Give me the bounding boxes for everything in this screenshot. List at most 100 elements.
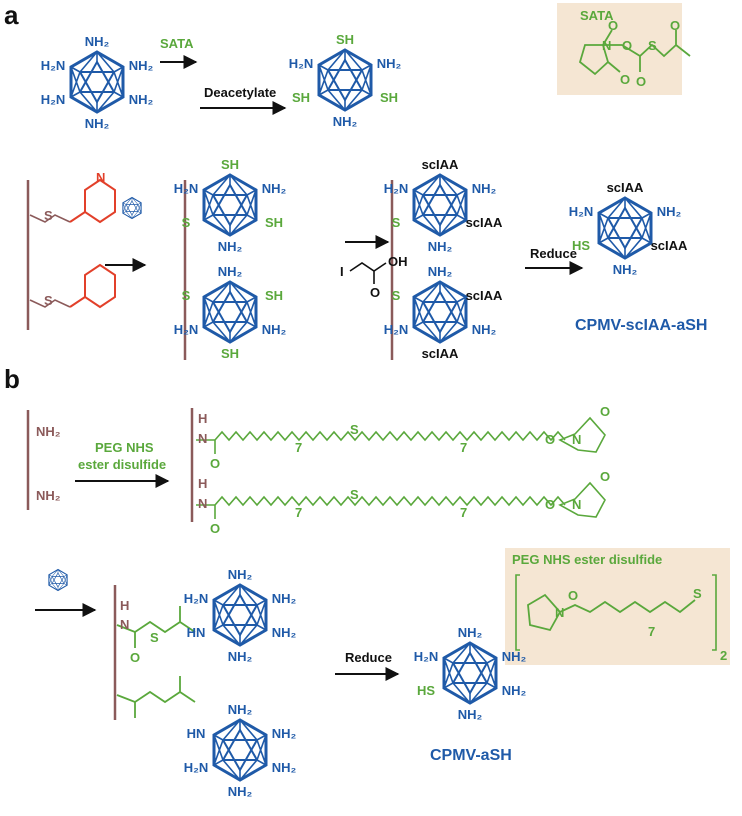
atom-label: S [44,293,53,308]
atom-label: O [545,432,555,447]
peg-box-title: PEG NHS ester disulfide [512,552,662,567]
particle-label-ll: H₂N [41,92,66,107]
particle-label-ll: S [182,215,191,230]
deacetylate-label: Deacetylate [204,85,276,100]
atom-label: O [600,469,610,484]
icosahedron-icon [202,173,258,237]
particle-label-bottom: NH₂ [333,114,358,129]
particle-label-ur: NH₂ [502,649,527,664]
particle-label-ul: S [392,288,401,303]
atom-label: H [198,476,207,491]
particle-surface-b1: NH₂ NH₂ [26,410,61,510]
sata-structure-box: SATA O O N O O O S [557,3,691,95]
icosahedron-icon [412,173,468,237]
amine-label: NH₂ [36,424,61,439]
particle-label-lr: scIAA [466,215,503,230]
atom-label: H [198,411,207,426]
atom-label: O [622,38,632,53]
particle-label-ul: HN [187,726,206,741]
particle-label-ur: NH₂ [129,58,154,73]
icosahedron-icon [202,280,258,344]
particle-label-lr: NH₂ [502,683,527,698]
particle-label-ur: NH₂ [657,204,682,219]
atom-label: O [210,521,220,536]
particle-label-ul: H₂N [569,204,594,219]
atom-label: O [568,588,578,603]
particle-surface-b3: H N S O [113,585,196,720]
icosahedron-icon [412,280,468,344]
sata-arrow-label: SATA [160,36,194,51]
atom-label: O [608,18,618,33]
particle-label-bottom: NH₂ [458,707,483,722]
product-label-b: CPMV-aSH [430,747,512,764]
particle-label-lr: NH₂ [272,760,297,775]
atom-label: O [370,285,380,300]
particle-label-bottom: scIAA [422,346,459,361]
particle-label-top: scIAA [422,157,459,172]
particle-label-ur: NH₂ [272,726,297,741]
particle-label-ul: H₂N [41,58,66,73]
atom-label: S [648,38,657,53]
atom-label: O [545,497,555,512]
icosahedron-icon [212,718,268,782]
atom-label: I [340,264,344,279]
atom-label: N [572,432,581,447]
particle-label-top: SH [336,32,354,47]
particle-label-ll: HS [572,238,590,253]
atom-label: S [693,586,702,601]
atom-label: 7 [295,440,302,455]
particle-label-lr: NH₂ [129,92,154,107]
icosahedron-icon [597,196,653,260]
particle-label-lr: scIAA [651,238,688,253]
particle-label-ul: H₂N [384,181,409,196]
atom-label: N [96,170,105,185]
particle-label-top: SH [221,157,239,172]
cpmv-particle: NH₂ H₂N NH₂ H₂N NH₂ NH₂ [41,34,154,131]
iodoacetic-acid: I OH O [340,254,408,300]
atom-label: O [636,74,646,89]
particle-label-ur: scIAA [466,288,503,303]
particle-label-bottom: NH₂ [613,262,638,277]
atom-label: OH [388,254,408,269]
atom-label: O [600,404,610,419]
atom-label: O [620,72,630,87]
particle-label-bottom: SH [221,346,239,361]
peg-chain [196,481,606,519]
particle-label-ll: HS [417,683,435,698]
atom-label: S [150,630,159,645]
particle-label-top: NH₂ [428,264,453,279]
particle-label-lr: NH₂ [472,322,497,337]
atom-label: S [44,208,53,223]
atom-label: N [198,431,207,446]
atom-label: N [602,38,611,53]
atom-label: N [572,497,581,512]
small-particle-icon [122,196,142,220]
particle-label-ul: H₂N [184,591,209,606]
particle-label-ur: NH₂ [472,181,497,196]
atom-label: N [198,496,207,511]
atom-label: 7 [295,505,302,520]
particle-label-lr: NH₂ [262,322,287,337]
particle-label-top: NH₂ [85,34,110,49]
particle-label-ul: H₂N [174,181,199,196]
particle-label-ll: H₂N [384,322,409,337]
particle-label-ul: S [182,288,191,303]
icosahedron-icon [317,48,373,112]
particle-label-top: NH₂ [228,567,253,582]
dimer-subscript: 2 [720,648,727,663]
amine-label: NH₂ [36,488,61,503]
particle-surface-a: S S N [26,170,116,330]
peg-nhs-structure-box: PEG NHS ester disulfide N O S 7 2 [505,548,730,665]
particle-label-top: NH₂ [218,264,243,279]
particle-label-bottom: NH₂ [85,116,110,131]
atom-label: N [555,605,564,620]
particle-label-ur: NH₂ [272,591,297,606]
peg-chain [196,416,606,454]
